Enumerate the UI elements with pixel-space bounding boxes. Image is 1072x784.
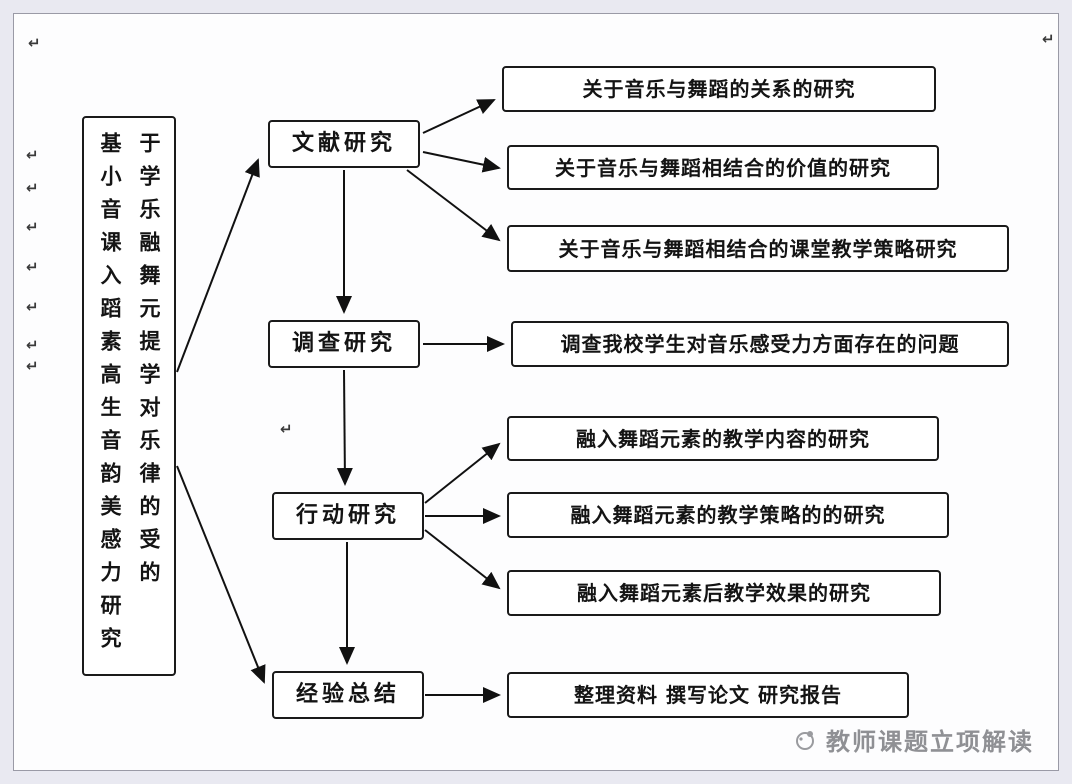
title-column-left: 基小音课入蹈素高生音韵美感力研究 bbox=[98, 132, 122, 660]
anchor-mark-icon: ↵ bbox=[1042, 30, 1055, 48]
outcome-box-1: 关于音乐与舞蹈的关系的研究 bbox=[502, 66, 936, 112]
outcome-label: 整理资料 撰写论文 研究报告 bbox=[574, 683, 842, 707]
watermark-text: 教师课题立项解读 bbox=[826, 728, 1034, 756]
outcome-box-6: 融入舞蹈元素的教学策略的的研究 bbox=[507, 492, 949, 538]
outcome-label: 关于音乐与舞蹈相结合的课堂教学策略研究 bbox=[558, 236, 958, 261]
outcome-label: 调查我校学生对音乐感受力方面存在的问题 bbox=[560, 332, 960, 356]
stage-box-survey-research: 调查研究 bbox=[268, 320, 420, 368]
paragraph-mark-icon: ↵ bbox=[26, 218, 39, 236]
outcome-label: 融入舞蹈元素的教学策略的的研究 bbox=[570, 503, 886, 527]
paragraph-mark-icon: ↵ bbox=[26, 146, 39, 164]
outcome-box-7: 融入舞蹈元素后教学效果的研究 bbox=[507, 570, 941, 616]
paragraph-mark-icon: ↵ bbox=[26, 258, 39, 276]
outcome-label: 关于音乐与舞蹈相结合的价值的研究 bbox=[555, 155, 891, 180]
paragraph-mark-icon: ↵ bbox=[26, 179, 39, 197]
paragraph-mark-icon: ↵ bbox=[26, 298, 39, 316]
title-column-right: 于学乐融舞元提学对乐律的受的 bbox=[137, 132, 161, 594]
outcome-label: 关于音乐与舞蹈的关系的研究 bbox=[582, 77, 856, 101]
stage-label: 经验总结 bbox=[295, 681, 400, 707]
outcome-box-5: 融入舞蹈元素的教学内容的研究 bbox=[507, 416, 939, 461]
outcome-box-2: 关于音乐与舞蹈相结合的价值的研究 bbox=[507, 145, 939, 190]
stage-label: 行动研究 bbox=[295, 502, 400, 528]
paragraph-mark-icon: ↵ bbox=[28, 34, 41, 52]
outcome-box-3: 关于音乐与舞蹈相结合的课堂教学策略研究 bbox=[507, 225, 1009, 272]
paragraph-mark-icon: ↵ bbox=[26, 357, 39, 375]
stage-box-literature-research: 文献研究 bbox=[268, 120, 420, 168]
stage-box-action-research: 行动研究 bbox=[272, 492, 424, 540]
outcome-box-8: 整理资料 撰写论文 研究报告 bbox=[507, 672, 909, 718]
outcome-label: 融入舞蹈元素后教学效果的研究 bbox=[577, 581, 871, 605]
paragraph-mark-icon: ↵ bbox=[280, 420, 293, 438]
outcome-box-4: 调查我校学生对音乐感受力方面存在的问题 bbox=[511, 321, 1009, 367]
watermark: 教师课题立项解读 bbox=[792, 722, 1034, 757]
stage-label: 调查研究 bbox=[291, 330, 396, 356]
research-title-box: 基小音课入蹈素高生音韵美感力研究 于学乐融舞元提学对乐律的受的 bbox=[82, 116, 176, 676]
stage-label: 文献研究 bbox=[291, 130, 396, 156]
paragraph-mark-icon: ↵ bbox=[26, 336, 39, 354]
stage-box-experience-summary: 经验总结 bbox=[272, 671, 424, 719]
watermark-logo-icon bbox=[796, 730, 814, 750]
outcome-label: 融入舞蹈元素的教学内容的研究 bbox=[576, 426, 870, 451]
